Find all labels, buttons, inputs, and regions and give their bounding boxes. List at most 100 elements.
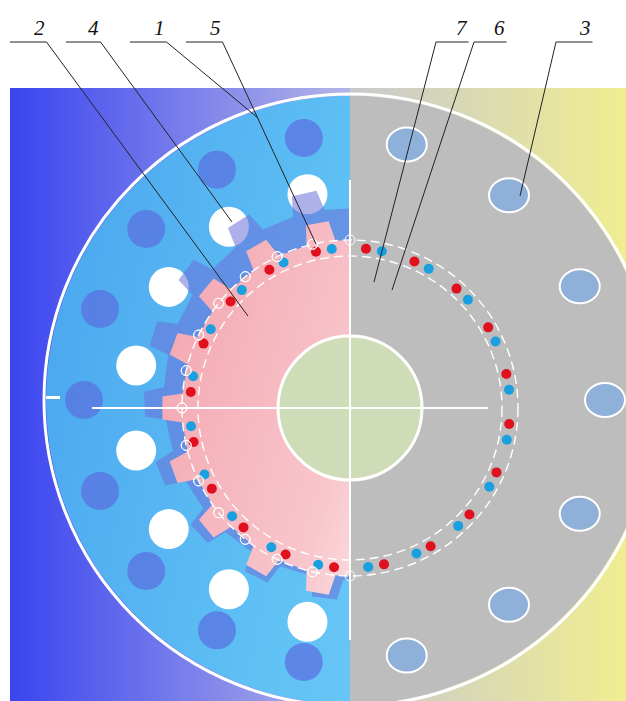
red-conductor <box>207 484 217 494</box>
red-conductor <box>426 541 436 551</box>
stator-hole <box>285 119 323 157</box>
blue-conductor <box>266 542 276 552</box>
leader-line <box>223 42 317 244</box>
cooling-hole <box>387 638 427 672</box>
leader-line <box>436 42 469 43</box>
blue-conductor <box>206 324 216 334</box>
hollow-mark <box>308 567 318 577</box>
leader-line <box>130 42 167 43</box>
blue-conductor <box>227 511 237 521</box>
stator-hole <box>81 472 119 510</box>
hollow-mark <box>308 239 318 249</box>
callout-number: 6 <box>494 18 505 39</box>
winding-slot <box>209 569 249 609</box>
blue-conductor <box>424 264 434 274</box>
winding-slot <box>287 602 327 642</box>
cooling-hole <box>560 269 600 303</box>
hollow-mark <box>214 298 224 308</box>
hollow-mark <box>272 554 282 564</box>
stator-hole <box>81 290 119 328</box>
winding-slot <box>116 345 156 385</box>
hollow-mark <box>194 476 204 486</box>
red-conductor <box>409 257 419 267</box>
stator-hole <box>127 210 165 248</box>
red-conductor <box>464 509 474 519</box>
hollow-mark <box>194 476 204 486</box>
callout-number: 3 <box>580 18 591 39</box>
cooling-hole <box>489 588 529 622</box>
red-conductor <box>504 419 514 429</box>
cooling-hole <box>560 497 600 531</box>
red-conductor <box>186 387 196 397</box>
stator-hole <box>285 643 323 681</box>
leader-line <box>10 42 47 43</box>
red-conductor <box>379 559 389 569</box>
red-conductor <box>451 284 461 294</box>
callout-number: 7 <box>456 18 467 39</box>
leader-line <box>520 42 556 196</box>
stator-hole <box>198 611 236 649</box>
red-conductor <box>501 369 511 379</box>
hollow-mark <box>181 366 191 376</box>
callout-number: 4 <box>88 18 99 39</box>
hollow-mark <box>308 567 318 577</box>
winding-slot <box>149 509 189 549</box>
hollow-mark <box>181 440 191 450</box>
leader-line <box>47 42 249 316</box>
blue-conductor <box>313 560 323 570</box>
stator-hole <box>127 552 165 590</box>
hollow-mark <box>308 239 318 249</box>
leader-line <box>101 42 233 222</box>
red-conductor <box>226 297 236 307</box>
blue-conductor <box>199 469 209 479</box>
hollow-mark <box>194 330 204 340</box>
blue-conductor <box>279 257 289 267</box>
winding-slot <box>149 267 189 307</box>
hollow-mark <box>272 554 282 564</box>
hollow-mark <box>240 534 250 544</box>
callout-number: 1 <box>154 18 165 39</box>
hollow-mark <box>181 366 191 376</box>
hollow-mark <box>272 252 282 262</box>
callout-number: 5 <box>210 18 221 39</box>
leader-line <box>556 42 593 43</box>
hollow-mark <box>194 330 204 340</box>
red-conductor <box>483 322 493 332</box>
blue-conductor <box>363 562 373 572</box>
leader-line <box>474 42 507 43</box>
red-conductor <box>239 522 249 532</box>
red-conductor <box>329 562 339 572</box>
blue-conductor <box>491 337 501 347</box>
hollow-mark <box>214 508 224 518</box>
leader-line <box>167 42 259 118</box>
blue-conductor <box>411 549 421 559</box>
hollow-mark <box>214 508 224 518</box>
hollow-mark <box>272 252 282 262</box>
hollow-mark <box>181 440 191 450</box>
blue-conductor <box>327 244 337 254</box>
cooling-hole <box>585 383 625 417</box>
leader-line <box>392 42 474 290</box>
blue-conductor <box>463 295 473 305</box>
blue-conductor <box>237 285 247 295</box>
blue-conductor <box>453 521 463 531</box>
stator-hole <box>65 381 103 419</box>
leader-line <box>66 42 101 43</box>
red-conductor <box>264 265 274 275</box>
blue-conductor <box>188 371 198 381</box>
callout-number: 2 <box>34 18 45 39</box>
red-conductor <box>361 244 371 254</box>
blue-conductor <box>186 421 196 431</box>
hollow-mark <box>240 534 250 544</box>
blue-conductor <box>504 385 514 395</box>
leader-line <box>374 42 436 282</box>
hollow-mark <box>240 272 250 282</box>
blue-conductor <box>484 482 494 492</box>
red-conductor <box>491 467 501 477</box>
hollow-mark <box>240 272 250 282</box>
hollow-mark <box>214 298 224 308</box>
winding-slot <box>116 431 156 471</box>
leader-line <box>186 42 223 43</box>
